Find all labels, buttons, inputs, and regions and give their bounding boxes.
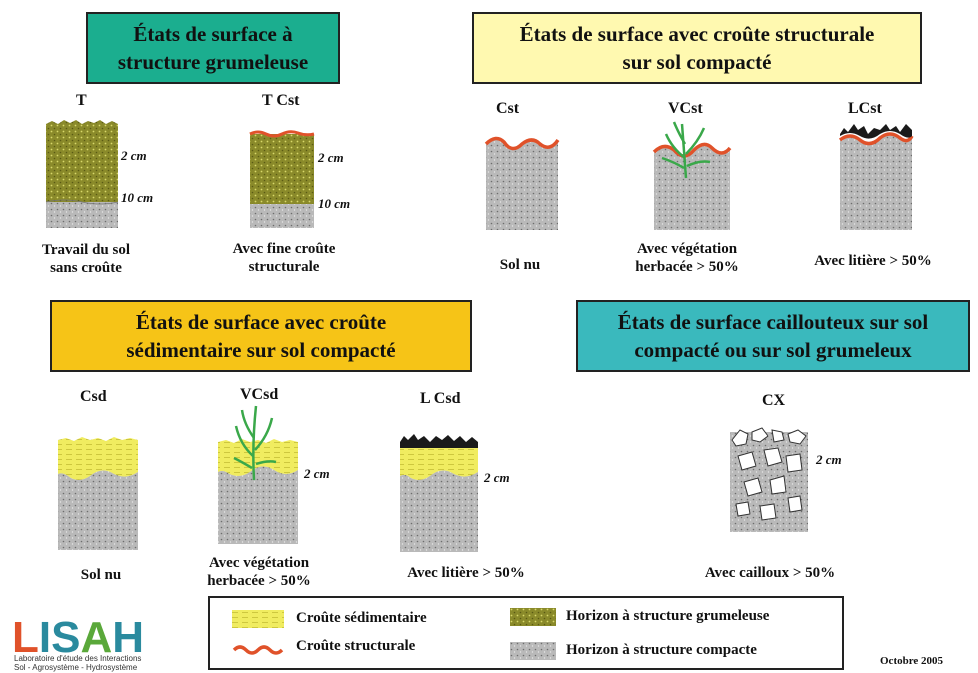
group-title-sedimentary-crust: États de surface avec croûte sédimentair… xyxy=(50,300,472,372)
legend-label-structural: Croûte structurale xyxy=(296,638,416,654)
group-title-structural-crust: États de surface avec croûte structurale… xyxy=(472,12,922,84)
profile-code-vcsd: VCsd xyxy=(240,386,279,403)
soil-column-vcsd xyxy=(218,405,298,544)
profile-code-t: T xyxy=(76,92,87,109)
grass-icon xyxy=(233,405,277,481)
legend-swatch-crumbly xyxy=(510,608,556,626)
depth-label-10cm: 10 cm xyxy=(121,190,154,205)
legend-swatch-sedimentary xyxy=(232,610,284,628)
depth-label-2cm: 2 cm xyxy=(121,148,147,163)
svg-text:LISAH: LISAH xyxy=(12,613,144,660)
legend-swatch-structural xyxy=(232,645,284,655)
legend-label-crumbly: Horizon à structure grumeleuse xyxy=(566,608,770,624)
lisah-logo-subtitle: Laboratoire d'étude des Interactions Sol… xyxy=(14,654,142,672)
legend-label-sedimentary: Croûte sédimentaire xyxy=(296,610,427,626)
litter-icon xyxy=(840,124,912,139)
soil-column-lcst xyxy=(838,124,914,230)
grass-icon xyxy=(661,121,711,179)
depth-label-2cm: 2 cm xyxy=(816,452,842,467)
profile-code-cx: CX xyxy=(762,392,786,409)
depth-label-10cm: 10 cm xyxy=(318,196,351,211)
soil-column-tcst xyxy=(249,130,315,228)
group-title-line1: États de surface à xyxy=(133,22,293,46)
group-title-stony: États de surface caillouteux sur sol com… xyxy=(576,300,970,372)
depth-label-2cm: 2 cm xyxy=(484,470,510,485)
soil-column-t xyxy=(45,120,119,228)
caption-cx: Avec cailloux > 50% xyxy=(704,565,836,581)
legend: Croûte sédimentaire Croûte structurale H… xyxy=(208,596,844,670)
soil-column-cst xyxy=(484,136,560,230)
caption-cst: Sol nu xyxy=(499,257,541,273)
lisah-logo: LISAH Laboratoire d'étude des Interactio… xyxy=(12,612,190,672)
group-title-crumbly: États de surface à structure grumeleuse xyxy=(86,12,340,84)
caption-lcst: Avec litière > 50% xyxy=(814,253,932,269)
soil-column-cx xyxy=(730,427,808,532)
group-title-line2: compacté ou sur sol grumeleux xyxy=(634,338,912,362)
caption-csd: Sol nu xyxy=(80,567,122,583)
lisah-logo-word: LISAH xyxy=(12,613,144,660)
date-label: Octobre 2005 xyxy=(880,655,944,667)
depth-label-2cm: 2 cm xyxy=(318,150,344,165)
group-title-line2: structure grumeleuse xyxy=(117,50,309,74)
caption-lcsd: Avec litière > 50% xyxy=(407,565,525,581)
depth-label-2cm: 2 cm xyxy=(304,466,330,481)
caption-vcst: Avec végétation herbacée > 50% xyxy=(635,241,739,275)
group-title-line2: sur sol compacté xyxy=(622,50,772,74)
profile-code-vcst: VCst xyxy=(668,100,703,117)
profile-code-tcst: T Cst xyxy=(262,92,300,109)
group-title-line1: États de surface avec croûte xyxy=(135,310,387,334)
profile-code-csd: Csd xyxy=(80,388,107,405)
profile-code-lcsd: L Csd xyxy=(420,390,461,407)
stones-icon xyxy=(731,427,807,521)
legend-swatch-compact xyxy=(510,642,556,660)
group-title-line1: États de surface avec croûte structurale xyxy=(519,22,875,46)
legend-label-compact: Horizon à structure compacte xyxy=(566,642,757,658)
soil-column-vcst xyxy=(652,121,732,230)
caption-vcsd: Avec végétation herbacée > 50% xyxy=(207,555,311,589)
profile-code-cst: Cst xyxy=(496,100,520,117)
soil-column-lcsd xyxy=(400,434,478,552)
caption-tcst: Avec fine croûte structurale xyxy=(232,241,336,275)
group-title-line2: sédimentaire sur sol compacté xyxy=(126,338,396,362)
litter-icon xyxy=(400,434,478,448)
profile-code-lcst: LCst xyxy=(848,100,882,117)
group-title-line1: États de surface caillouteux sur sol xyxy=(617,310,929,334)
soil-column-csd xyxy=(58,437,138,550)
caption-t: Travail du sol sans croûte xyxy=(41,242,131,276)
